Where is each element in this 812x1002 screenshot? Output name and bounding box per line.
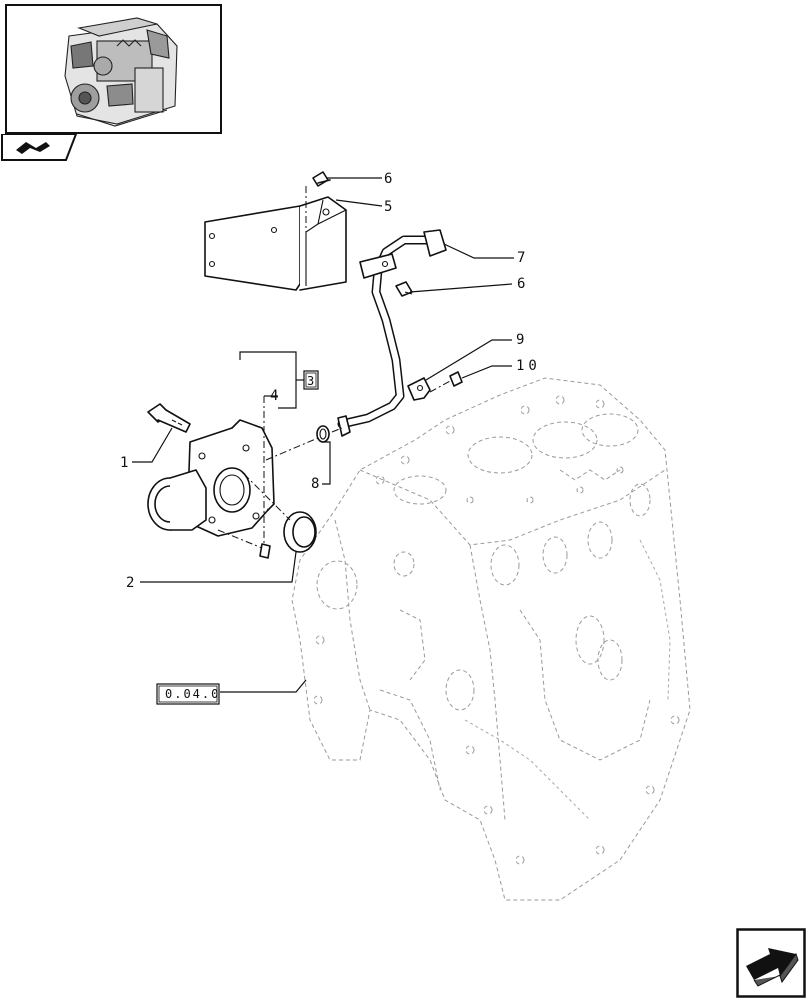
thermostat-housing-part [147,419,275,537]
label-screw-pipe: 6 [517,276,525,292]
dowel-part [259,543,271,559]
label-seal-ring: 2 [126,575,134,591]
label-screw-top: 6 [384,171,392,187]
label-clip: 9 [516,332,524,348]
label-bracket: 5 [384,199,392,215]
screw-clip-part [429,371,463,393]
leader-lines [132,177,514,693]
label-pipe-end: 7 [517,250,525,266]
bolt-part [147,403,191,433]
section-tab-icon [1,133,78,161]
section-tab[interactable] [0,133,80,162]
pipe-part [337,229,447,437]
group-ref-box[interactable]: 3 [303,370,319,390]
next-page-button[interactable] [736,928,806,998]
label-block-ref: 0.04.0 [165,687,220,701]
label-screw-clip: 10 [516,358,541,374]
label-o-ring: 8 [311,476,319,492]
screw-top-part [305,171,331,232]
label-bolt: 1 [120,455,128,471]
clip-part [407,377,431,401]
engine-block-ghost [291,377,691,901]
next-page-arrow-icon [736,928,806,998]
engine-thumbnail-icon [64,17,178,127]
o-ring-part [316,425,330,443]
screw-pipe-part [395,281,413,297]
seal-ring-part [283,511,317,553]
label-group-ref: 3 [307,374,314,388]
engine-thumbnail [5,4,222,134]
bracket-part [204,196,347,291]
block-ref-box[interactable]: 0.04.0 [156,683,220,705]
assembly-lines [217,396,343,549]
label-dowel: 4 [270,388,278,404]
